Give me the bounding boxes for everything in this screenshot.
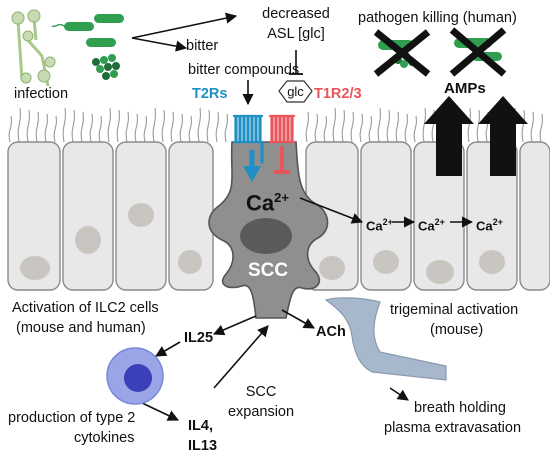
calcium-label: Ca2+ (418, 217, 445, 234)
il25-label: IL25 (184, 330, 214, 346)
cilium (62, 107, 66, 143)
epithelial-cell (7, 141, 61, 291)
cell-nucleus (20, 256, 50, 280)
cilium (188, 115, 192, 143)
epithelial-cell (62, 141, 114, 291)
trigeminal-label-2: (mouse) (430, 322, 484, 338)
cilium (359, 113, 363, 143)
ilc2-label-1: Activation of ILC2 cells (12, 300, 159, 316)
epithelium (7, 141, 550, 291)
cilium (539, 113, 543, 143)
t1r-receptor-icon (268, 114, 296, 144)
cilium (143, 115, 147, 143)
decreased-asl-label-2: ASL [glc] (267, 26, 325, 42)
cell-nucleus (373, 250, 399, 274)
type2-label-2: cytokines (74, 430, 135, 446)
scc-expansion-label-2: expansion (227, 404, 295, 420)
immune-cell-icon (106, 347, 164, 405)
scc-nucleus (240, 218, 292, 254)
cilium (386, 109, 390, 143)
cilium (332, 107, 336, 143)
epithelial-cell (519, 141, 550, 291)
scc-cell (208, 141, 329, 319)
ilc2-label-2: (mouse and human) (16, 320, 146, 336)
t2r-receptor-icon (232, 114, 264, 164)
infection-label: infection (14, 86, 69, 102)
cilium (206, 109, 210, 143)
cilium (341, 109, 345, 143)
cilium (44, 113, 48, 143)
glc-hexagon (278, 80, 313, 103)
il13-label: IL13 (188, 438, 218, 454)
amp-arrow (424, 96, 474, 176)
calcium-main-label: Ca2+ (246, 190, 289, 216)
scc-label: SCC (248, 260, 289, 281)
cilium (422, 107, 426, 143)
cell-nucleus (479, 250, 505, 274)
cilium (368, 115, 372, 143)
pathogen-killing-label: pathogen killing (human) (358, 10, 517, 26)
glc-label: glc (287, 84, 304, 99)
cilium (305, 111, 309, 143)
cell-nucleus (319, 256, 345, 280)
cilium (71, 109, 75, 143)
cilium (170, 111, 174, 143)
cilium (467, 107, 471, 143)
calcium-label: Ca2+ (476, 217, 503, 234)
t2r-signal-arrowhead (243, 166, 261, 182)
trigeminal-label-1: trigeminal activation (390, 302, 519, 318)
cilium (26, 109, 30, 143)
il4-label: IL4, (188, 418, 213, 434)
neuron-icon (324, 297, 447, 381)
ach-label: ACh (316, 324, 346, 340)
cilium (152, 107, 156, 143)
cilium (323, 115, 327, 143)
amp-arrow (478, 96, 528, 176)
cilium (8, 115, 12, 143)
decreased-asl-label-1: decreased (262, 6, 330, 22)
breath-holding-label: breath holding (414, 400, 506, 416)
calcium-label: Ca2+ (366, 217, 393, 234)
cilium (80, 111, 84, 143)
cilium (404, 113, 408, 143)
cell-nucleus (178, 250, 202, 274)
cilium (35, 111, 39, 143)
killed-bacteria-icon (373, 27, 507, 77)
plasma-extravasation-label: plasma extravasation (384, 420, 522, 436)
cilium (224, 113, 228, 143)
cilium (530, 111, 534, 143)
cilium (521, 109, 525, 143)
scc-expansion-label-1: SCC (245, 384, 277, 400)
fungus-icon (11, 9, 56, 87)
cilium (215, 111, 219, 143)
cilium (395, 111, 399, 143)
cilium (125, 111, 129, 143)
cilium (89, 113, 93, 143)
cilium (413, 115, 417, 143)
cilium (116, 109, 120, 143)
cilium (197, 107, 201, 143)
cilium (350, 111, 354, 143)
cilium (98, 115, 102, 143)
cilium (179, 113, 183, 143)
t2rs-label: T2Rs (192, 86, 228, 102)
cilium (314, 113, 318, 143)
cell-nucleus (426, 260, 454, 284)
bitter-compounds-label: bitter compounds (188, 62, 300, 78)
cell-nucleus (75, 226, 101, 254)
amps-label: AMPs (444, 80, 486, 97)
cilium (161, 109, 165, 143)
bacteria-icon (51, 14, 124, 80)
cilium (377, 107, 381, 143)
cell-nucleus (128, 203, 154, 227)
type2-label-1: production of type 2 (8, 410, 136, 426)
cilium (53, 115, 57, 143)
cilium (134, 113, 138, 143)
cilium (107, 107, 111, 143)
t1r2-3-label: T1R2/3 (314, 86, 362, 102)
cilium (17, 107, 21, 143)
cilium (476, 109, 480, 143)
bitter-label-1: bitter (186, 38, 219, 54)
